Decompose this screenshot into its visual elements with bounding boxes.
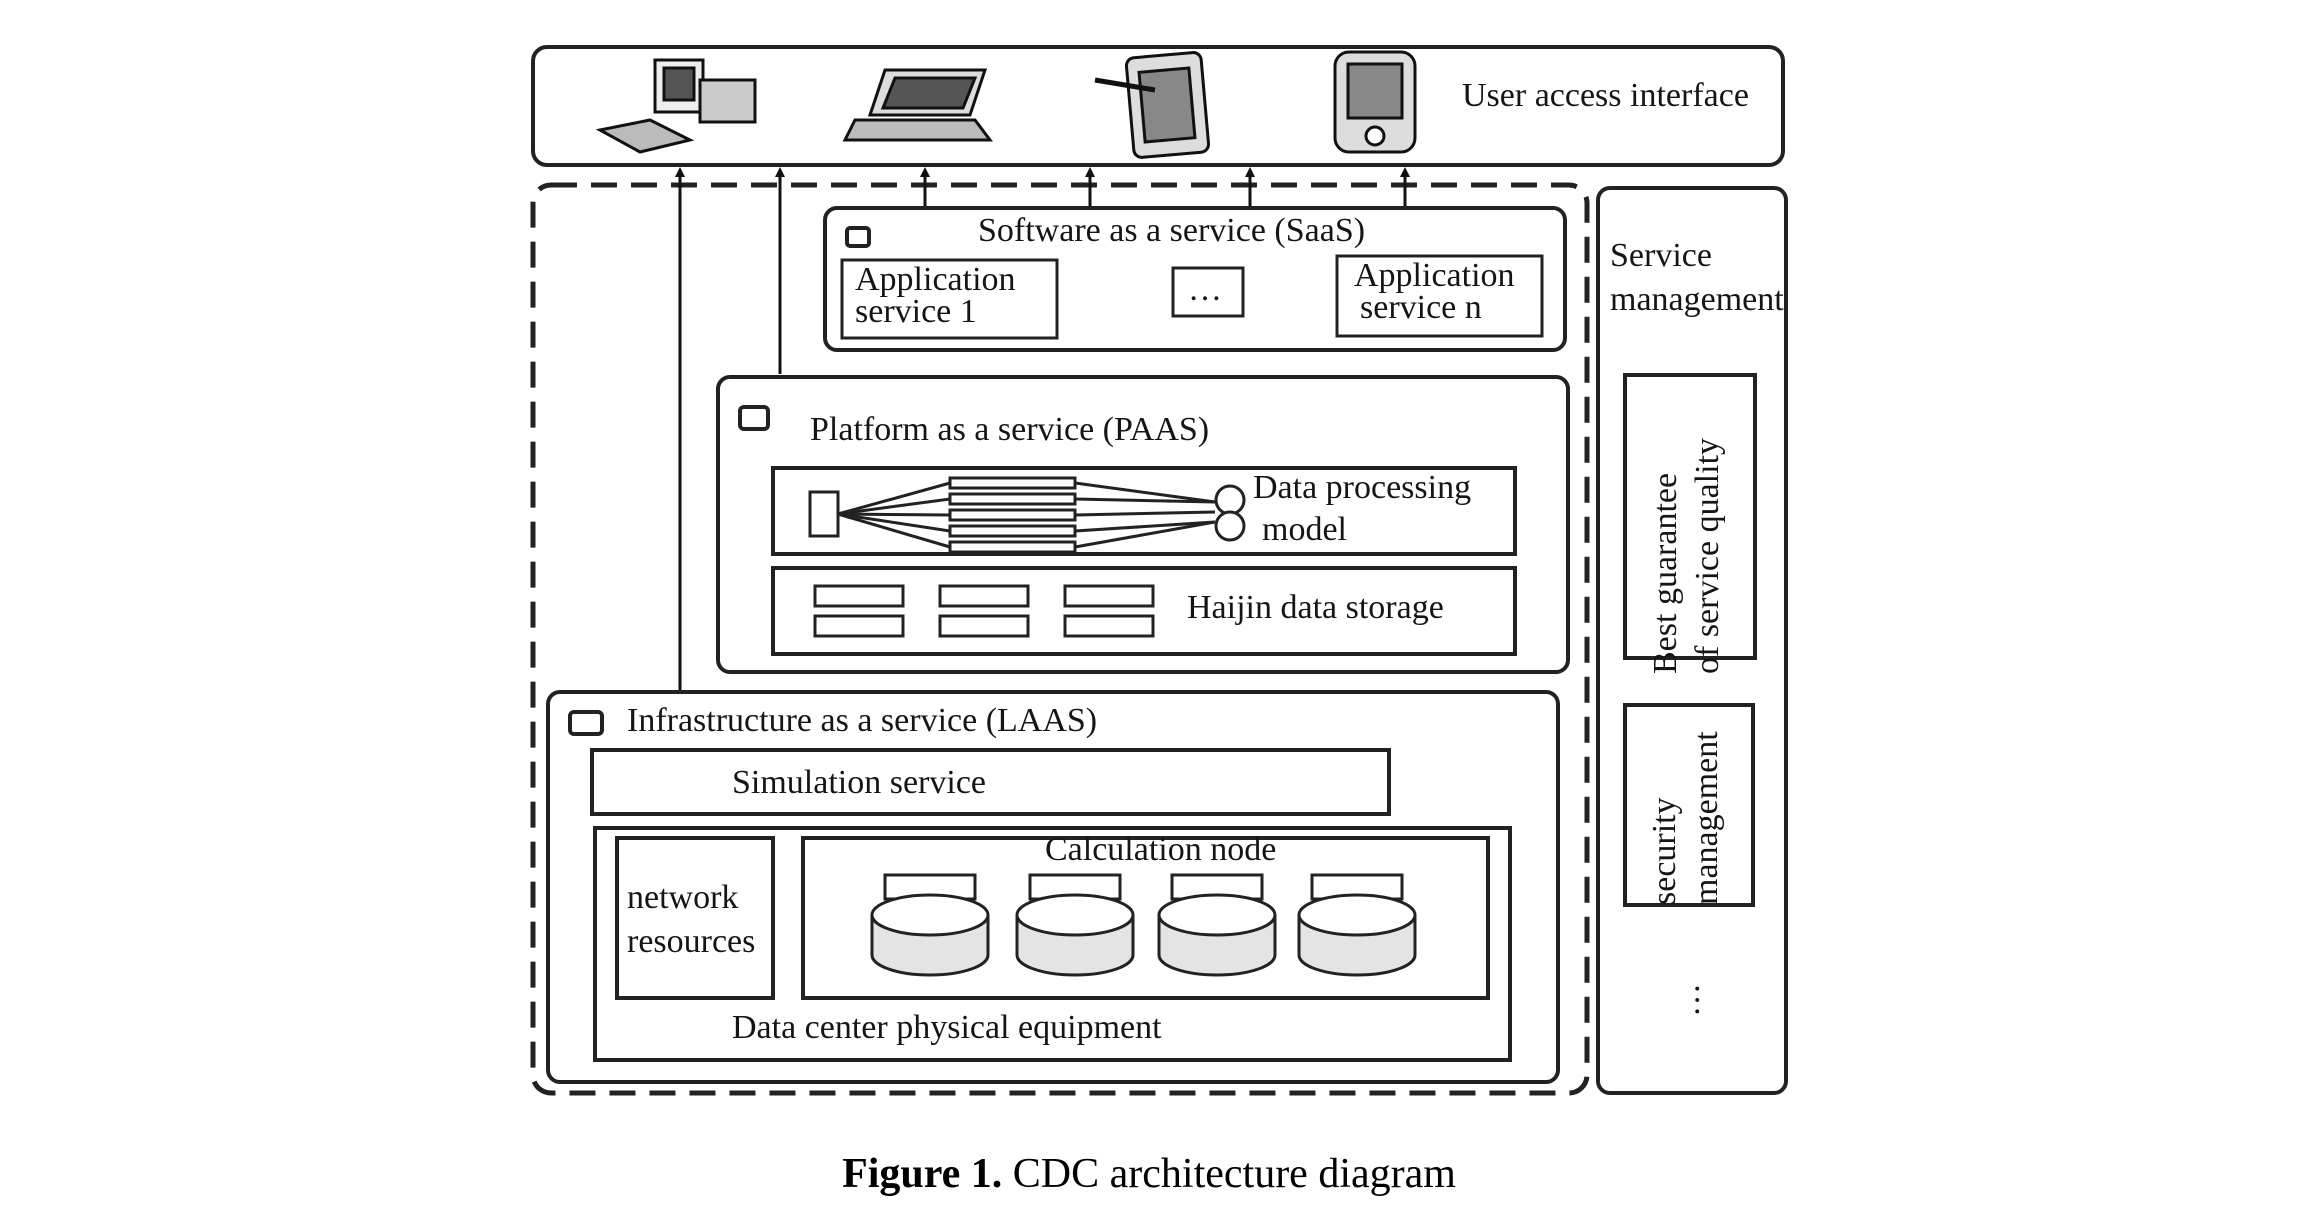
haijin-storage-label: Haijin data storage (1187, 589, 1444, 626)
saas-small-square-icon (845, 226, 871, 248)
pda-icon (1333, 50, 1417, 154)
figure-caption-label: Figure 1. (842, 1151, 1003, 1197)
simulation-service-label: Simulation service (732, 764, 987, 801)
user-access-label: User access interface (1462, 77, 1749, 114)
calculation-node-box (801, 836, 1490, 1000)
server-3 (1157, 873, 1277, 977)
saas-box (823, 206, 1567, 352)
ellipsis-box (1171, 266, 1245, 318)
physical-equipment-box (593, 826, 1512, 1062)
ellipsis-label: … (1188, 271, 1222, 308)
figure-caption-text: CDC architecture diagram (1002, 1151, 1456, 1197)
app-service-n-box (1335, 254, 1544, 338)
security-label: security management (1646, 705, 1731, 905)
app-service-n-line2: service n (1360, 289, 1482, 326)
iaas-small-square-icon (568, 710, 604, 736)
data-processing-line2: model (1262, 511, 1347, 548)
app-service-n-line1: Application (1354, 257, 1515, 294)
paas-title: Platform as a service (PAAS) (810, 411, 1210, 448)
paas-small-square-icon (738, 405, 770, 431)
user-access-box (531, 45, 1785, 167)
network-resources-box (615, 836, 775, 1000)
access-arrows (675, 167, 1410, 692)
calculation-servers (870, 873, 1417, 977)
server-4 (1297, 873, 1417, 977)
more-ellipsis-label: … (1670, 983, 1707, 1017)
paas-box (716, 375, 1570, 674)
data-processing-line1: Data processing (1253, 469, 1472, 506)
service-management-line2: management (1610, 281, 1784, 318)
physical-equipment-label: Data center physical equipment (732, 1009, 1162, 1046)
iaas-title: Infrastructure as a service (LAAS) (627, 702, 1098, 739)
processing-model-graph (808, 476, 1246, 554)
data-processing-box (771, 466, 1517, 556)
simulation-service-box (590, 748, 1391, 816)
calculation-node-label: Calculation node (1045, 831, 1277, 868)
server-1 (870, 873, 990, 977)
service-management-box (1596, 186, 1788, 1095)
network-resources-line1: network (627, 879, 739, 916)
qos-line1: Best guarantee (1647, 472, 1684, 674)
desktop-computer-icon (595, 58, 757, 154)
iaas-box (546, 690, 1560, 1084)
security-line1: security (1646, 797, 1683, 905)
app-service-1-line1: Application (855, 261, 1016, 298)
qos-label: Best guarantee of service quality (1647, 394, 1732, 674)
tablet-with-stylus-icon (1094, 51, 1211, 159)
haijin-storage-box (771, 566, 1517, 656)
saas-title: Software as a service (SaaS) (978, 212, 1366, 249)
storage-blocks (813, 584, 1155, 638)
qos-box (1623, 373, 1757, 660)
network-resources-line2: resources (627, 923, 756, 960)
figure-caption: Figure 1. CDC architecture diagram (0, 1150, 2298, 1198)
cloud-platform-dashed-boundary (530, 182, 1590, 1096)
app-service-1-box (840, 258, 1059, 340)
security-box (1623, 703, 1755, 907)
server-2 (1015, 873, 1135, 977)
laptop-icon (842, 68, 993, 142)
app-service-1-line2: service 1 (855, 293, 977, 330)
qos-line2: of service quality (1689, 437, 1726, 674)
security-line2: management (1688, 731, 1725, 905)
service-management-line1: Service (1610, 237, 1712, 274)
